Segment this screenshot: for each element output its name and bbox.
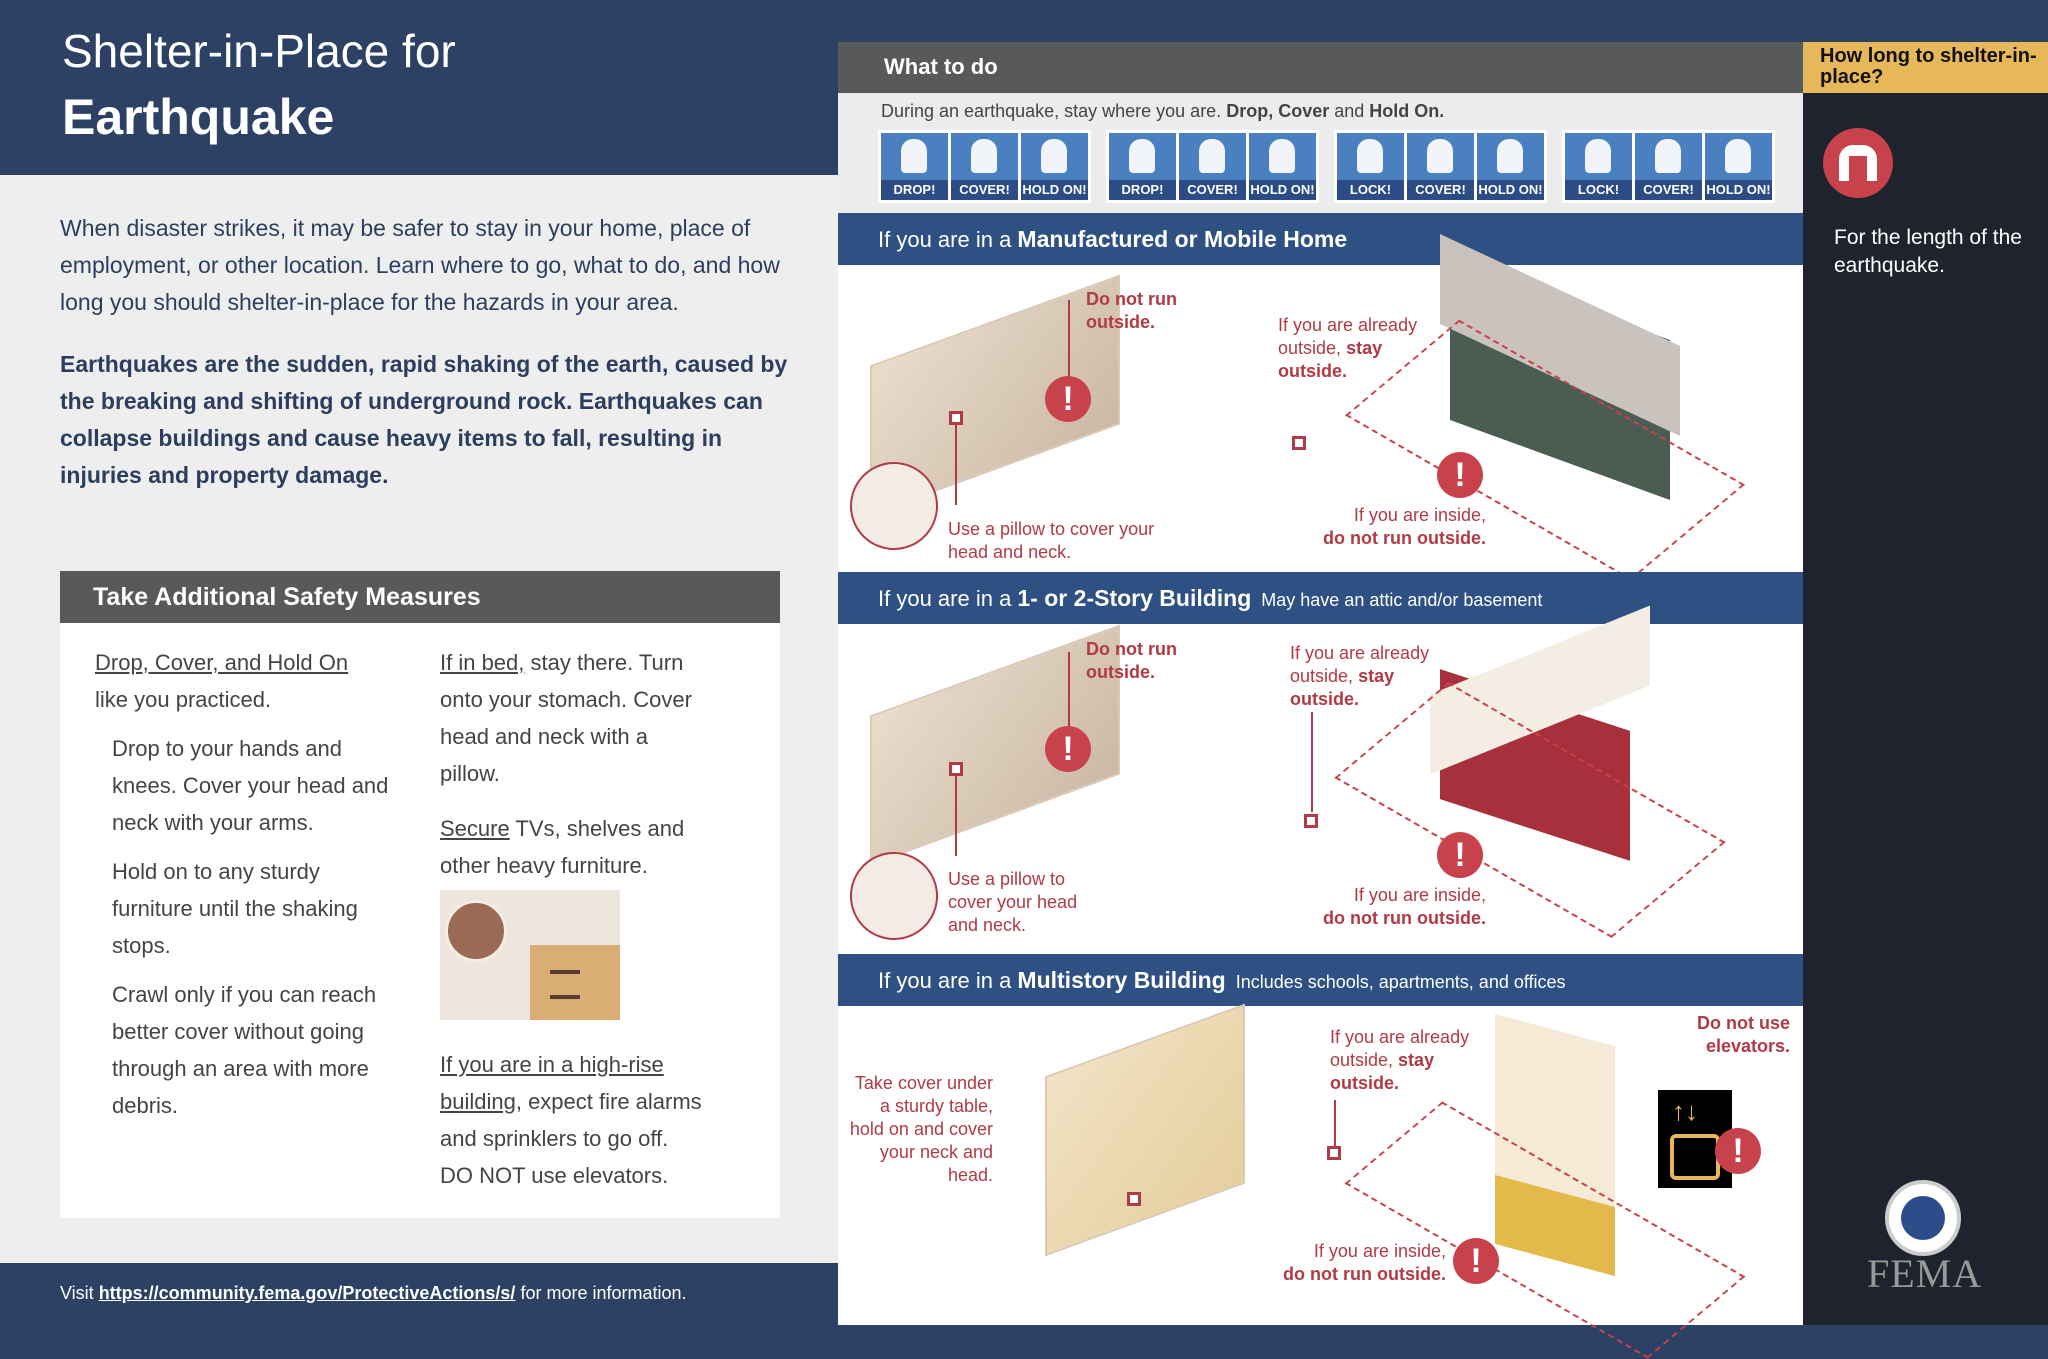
secure-furniture-illustration bbox=[440, 890, 620, 1020]
footer-suffix: for more information. bbox=[515, 1283, 687, 1303]
alert-icon: ! bbox=[1045, 376, 1091, 422]
fema-logo: FEMA bbox=[1867, 1251, 1983, 1296]
alert-icon: ! bbox=[1715, 1128, 1761, 1174]
alert-icon: ! bbox=[1453, 1238, 1499, 1284]
icon-group-wheelchair: LOCK! COVER! HOLD ON! bbox=[1562, 130, 1775, 203]
icon-group-walker: LOCK! COVER! HOLD ON! bbox=[1334, 130, 1547, 203]
hold-on-icon: HOLD ON! bbox=[1477, 133, 1544, 200]
note-do-not-run: Do not run outside. bbox=[1086, 639, 1177, 682]
page-title-hazard: Earthquake bbox=[62, 89, 335, 145]
note-inside: If you are inside,do not run outside. bbox=[1323, 505, 1486, 548]
drop-cover-hold-strip: During an earthquake, stay where you are… bbox=[838, 93, 1803, 213]
note-pillow: Use a pillow to cover your head and neck… bbox=[948, 869, 1078, 935]
note-table: Take cover under a sturdy table, hold on… bbox=[849, 1073, 993, 1185]
hold-on-icon: HOLD ON! bbox=[1249, 133, 1316, 200]
what-to-do-lead: During an earthquake, stay where you are… bbox=[881, 101, 1445, 121]
what-to-do-title: What to do bbox=[838, 42, 1803, 93]
high-rise-link[interactable]: If you are in a high-rise building bbox=[440, 1052, 664, 1114]
earthquake-definition: Earthquakes are the sudden, rapid shakin… bbox=[60, 351, 788, 488]
drop-icon: DROP! bbox=[1109, 133, 1176, 200]
safety-measures-box: Take Additional Safety Measures Drop, Co… bbox=[60, 571, 780, 1218]
dhs-seal-icon bbox=[1885, 1180, 1961, 1256]
cover-icon: COVER! bbox=[1179, 133, 1246, 200]
note-outside: If you are already outside, stay outside… bbox=[1330, 1027, 1470, 1093]
note-elevators: Do not use elevators. bbox=[1697, 1013, 1790, 1056]
alert-icon: ! bbox=[1437, 452, 1483, 498]
step-drop: Drop to your hands and knees. Cover your… bbox=[112, 736, 389, 835]
safety-measures-title: Take Additional Safety Measures bbox=[60, 571, 780, 623]
practiced-text: like you practiced. bbox=[95, 687, 272, 712]
section-header-mobile-home: If you are in a Manufactured or Mobile H… bbox=[838, 213, 1803, 265]
intro-paragraph: When disaster strikes, it may be safer t… bbox=[60, 215, 780, 315]
note-pillow: Use a pillow to cover your head and neck… bbox=[948, 519, 1155, 562]
lock-icon: LOCK! bbox=[1337, 133, 1404, 200]
footer: Visit https://community.fema.gov/Protect… bbox=[0, 1263, 838, 1325]
footer-prefix: Visit bbox=[60, 1283, 99, 1303]
high-rise-text: , expect fire alarms and sprinklers to g… bbox=[440, 1089, 702, 1151]
secure-text: TVs, shelves and other heavy furniture. bbox=[440, 816, 685, 878]
note-outside: If you are already outside, stay outside… bbox=[1290, 643, 1430, 709]
cover-icon: COVER! bbox=[1635, 133, 1702, 200]
secure-link[interactable]: Secure bbox=[440, 816, 510, 841]
no-elevators-text: DO NOT use elevators. bbox=[440, 1163, 669, 1188]
note-inside: If you are inside,do not run outside. bbox=[1323, 885, 1486, 928]
shelter-icon bbox=[1823, 128, 1893, 198]
step-hold: Hold on to any sturdy furniture until th… bbox=[112, 859, 358, 958]
bed-text: stay there. Turn onto your stomach. Cove… bbox=[440, 650, 692, 786]
drop-icon: DROP! bbox=[881, 133, 948, 200]
icon-group-standard: DROP! COVER! HOLD ON! bbox=[878, 130, 1091, 203]
step-crawl: Crawl only if you can reach better cover… bbox=[112, 982, 377, 1118]
pillow-cover-inset bbox=[850, 852, 938, 940]
drop-cover-hold-link[interactable]: Drop, Cover, and Hold On bbox=[95, 650, 349, 675]
pillow-cover-inset bbox=[850, 462, 938, 550]
page-title-line1: Shelter-in-Place for bbox=[62, 25, 456, 77]
cover-icon: COVER! bbox=[951, 133, 1018, 200]
duration-panel bbox=[1803, 42, 2048, 1325]
fema-link[interactable]: https://community.fema.gov/ProtectiveAct… bbox=[98, 1283, 516, 1303]
alert-icon: ! bbox=[1045, 726, 1091, 772]
note-inside: If you are inside,do not run outside. bbox=[1283, 1241, 1446, 1284]
icon-group-cane: DROP! COVER! HOLD ON! bbox=[1106, 130, 1319, 203]
lock-icon: LOCK! bbox=[1565, 133, 1632, 200]
duration-title: How long to shelter-in-place? bbox=[1803, 42, 2048, 93]
cover-icon: COVER! bbox=[1407, 133, 1474, 200]
alert-icon: ! bbox=[1437, 832, 1483, 878]
note-outside: If you are already outside, stay outside… bbox=[1278, 315, 1418, 381]
page-header: Shelter-in-Place for Earthquake bbox=[0, 0, 838, 175]
hold-on-icon: HOLD ON! bbox=[1705, 133, 1772, 200]
hold-on-icon: HOLD ON! bbox=[1021, 133, 1088, 200]
if-in-bed-link[interactable]: If in bed, bbox=[440, 650, 525, 675]
note-do-not-run: Do not run outside. bbox=[1086, 289, 1177, 332]
duration-text: For the length of the earthquake. bbox=[1834, 226, 2022, 277]
